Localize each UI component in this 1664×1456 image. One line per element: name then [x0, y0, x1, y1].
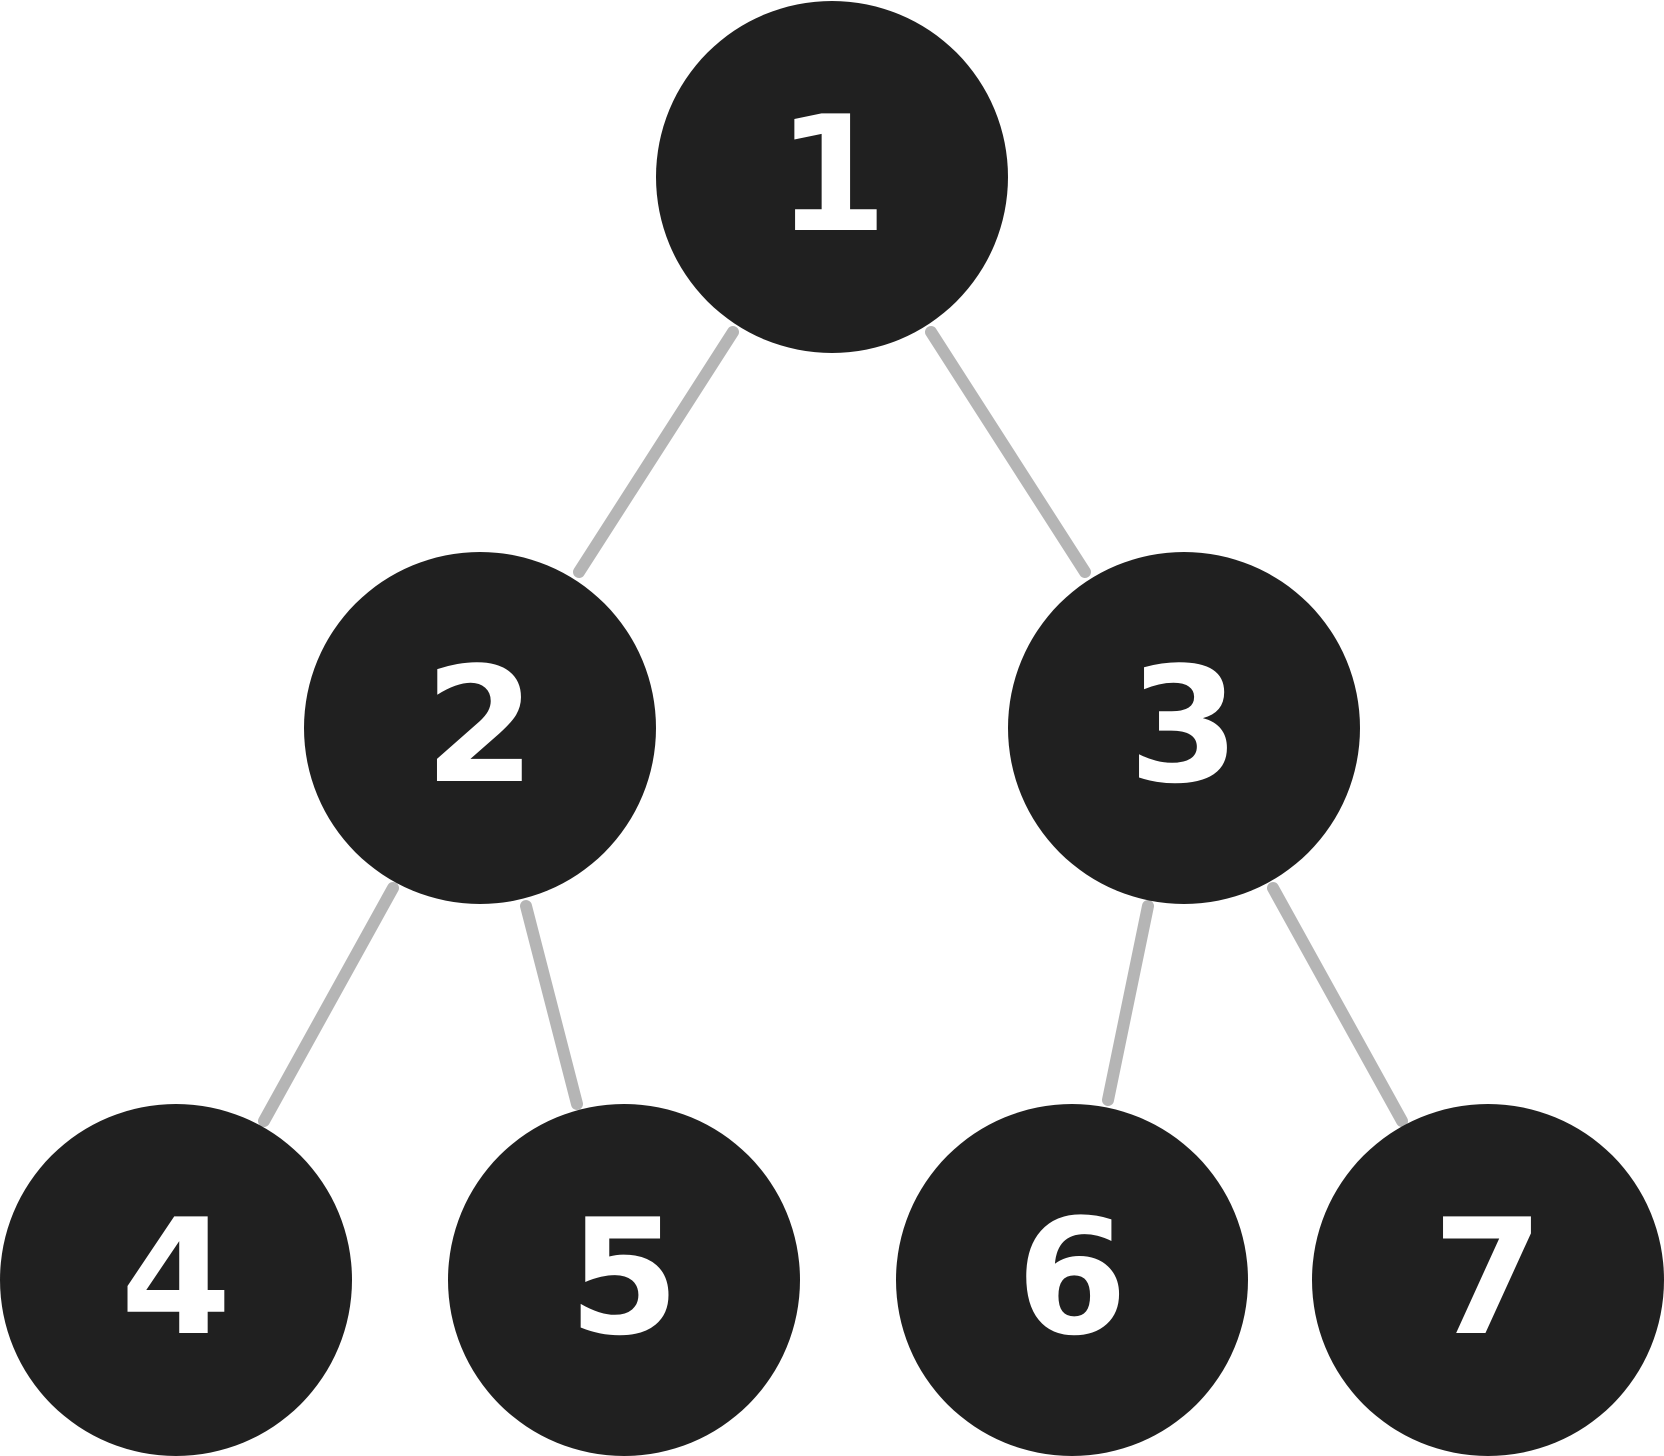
edge-2-5	[520, 900, 583, 1110]
node-label-7: 7	[1432, 1184, 1544, 1371]
tree-node-1: 1	[656, 1, 1008, 353]
node-label-1: 1	[776, 81, 888, 268]
tree-node-6: 6	[896, 1104, 1248, 1456]
edge-1-2	[573, 326, 739, 578]
node-label-6: 6	[1016, 1184, 1128, 1371]
node-label-4: 4	[120, 1184, 232, 1371]
edge-3-6	[1102, 900, 1154, 1106]
edge-3-7	[1267, 882, 1408, 1127]
tree-node-7: 7	[1312, 1104, 1664, 1456]
edge-1-3	[925, 326, 1091, 578]
node-label-2: 2	[424, 632, 536, 819]
edge-2-4	[258, 882, 399, 1127]
tree-node-2: 2	[304, 552, 656, 904]
node-label-5: 5	[568, 1184, 680, 1371]
tree-node-5: 5	[448, 1104, 800, 1456]
tree-node-3: 3	[1008, 552, 1360, 904]
node-label-3: 3	[1128, 632, 1240, 819]
tree-node-4: 4	[0, 1104, 352, 1456]
